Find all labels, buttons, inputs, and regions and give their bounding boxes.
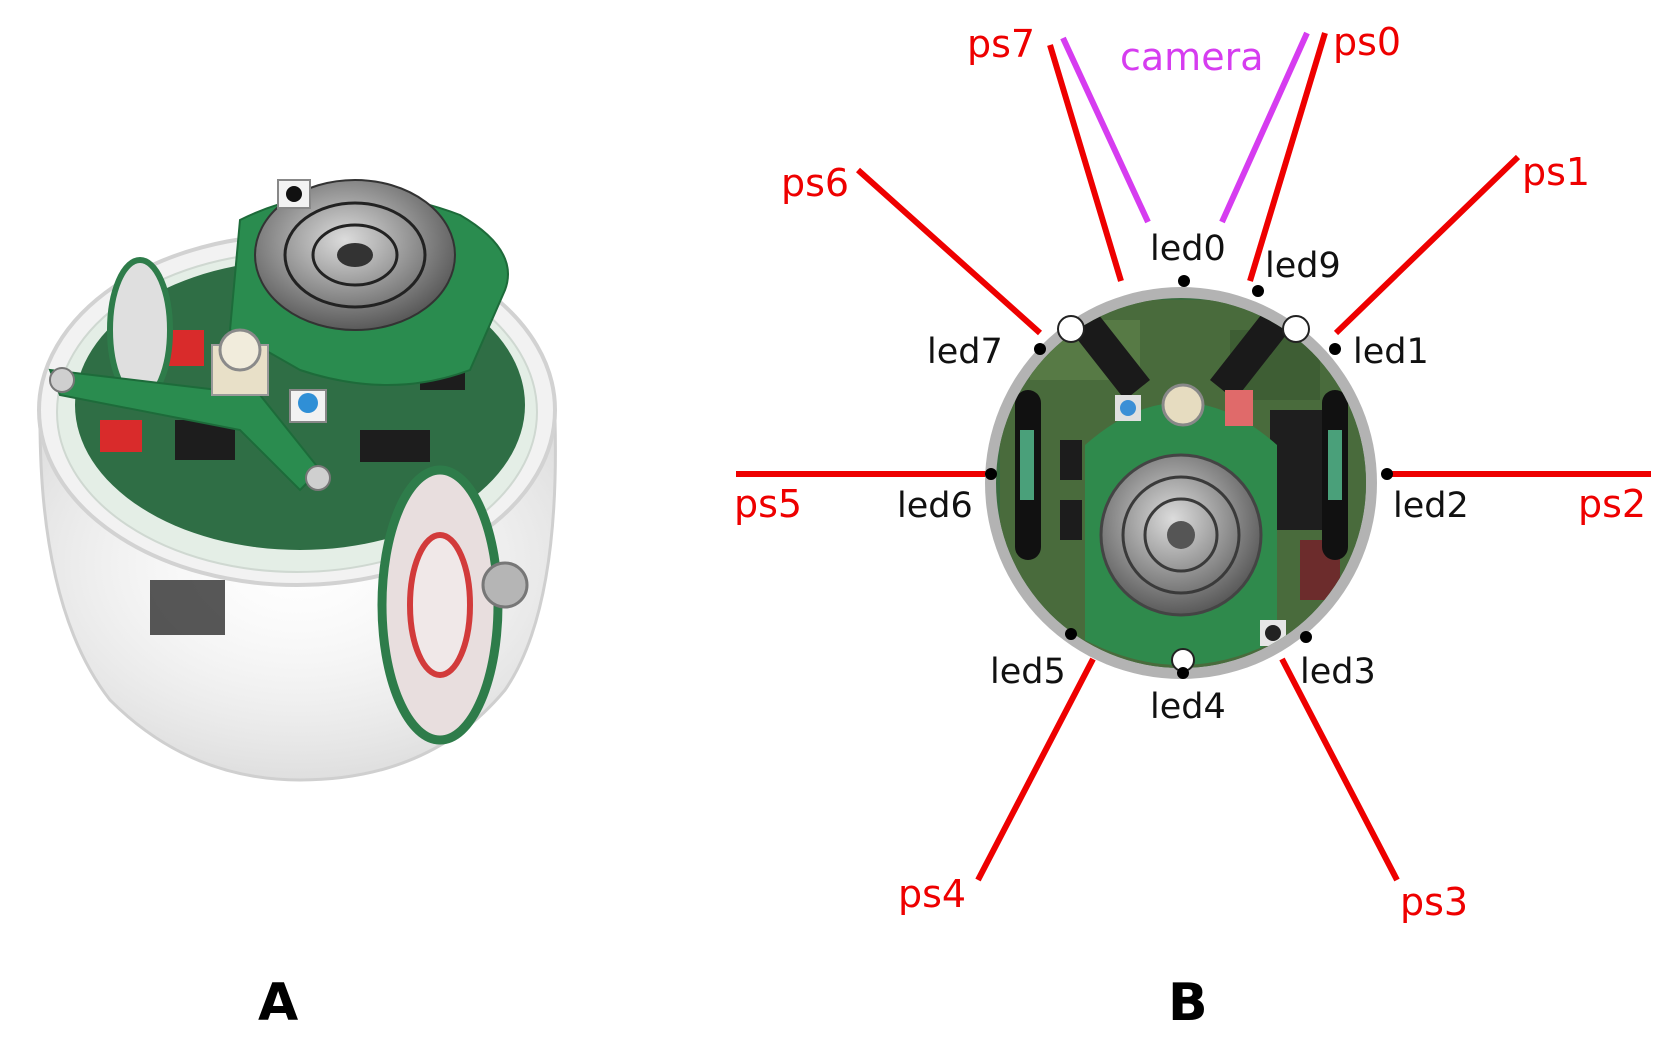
panel-label-a: A: [258, 973, 298, 1033]
led7-dot: [1034, 343, 1046, 355]
label-ps3: ps3: [1400, 880, 1468, 924]
ps7-ray: [1047, 44, 1124, 282]
label-ps7: ps7: [967, 22, 1035, 66]
sensor-labels: ps7 camera ps0 ps6 ps1 ps5 ps2 ps4 ps3: [734, 20, 1646, 924]
led4-dot: [1177, 667, 1189, 679]
label-led3: led3: [1300, 652, 1376, 692]
led6-dot: [985, 468, 997, 480]
ps0-ray: [1247, 32, 1328, 282]
label-led9: led9: [1265, 246, 1341, 286]
robot-top-view: [985, 287, 1377, 679]
led1-dot: [1329, 343, 1341, 355]
red-connector: [100, 420, 142, 452]
label-ps1: ps1: [1522, 150, 1590, 194]
camera-ray-right: [1219, 31, 1310, 224]
selector-knob-top: [1161, 383, 1205, 427]
label-ps2: ps2: [1578, 482, 1646, 526]
label-led7: led7: [927, 332, 1003, 372]
label-led0: led0: [1150, 229, 1226, 269]
panel-label-b: B: [1168, 973, 1208, 1033]
sensor-diagram: ps7 camera ps0 ps6 ps1 ps5 ps2 ps4 ps3 l…: [734, 20, 1651, 924]
label-led2: led2: [1393, 486, 1469, 526]
led0-dot: [1178, 275, 1190, 287]
ps3-ray: [1279, 657, 1400, 882]
label-ps6: ps6: [781, 161, 849, 205]
camera-ray-left: [1060, 36, 1151, 224]
label-led5: led5: [990, 652, 1066, 692]
ps4-ray: [975, 657, 1096, 882]
robot-photo: [37, 179, 557, 782]
label-camera: camera: [1120, 35, 1263, 79]
sensor-rays: [736, 31, 1651, 882]
label-led1: led1: [1353, 332, 1429, 372]
led-dots: [985, 275, 1393, 679]
led9-dot: [1252, 285, 1264, 297]
label-led6: led6: [897, 486, 973, 526]
led-labels: led0 led9 led7 led1 led6 led2 led5 led3 …: [897, 229, 1469, 727]
label-ps4: ps4: [898, 872, 966, 916]
label-ps5: ps5: [734, 482, 802, 526]
led2-dot: [1381, 468, 1393, 480]
label-ps0: ps0: [1333, 20, 1401, 64]
ps1-ray: [1333, 154, 1521, 336]
ps6-ray: [855, 167, 1043, 336]
label-led4: led4: [1150, 687, 1226, 727]
led5-dot: [1065, 628, 1077, 640]
led3-dot: [1300, 631, 1312, 643]
